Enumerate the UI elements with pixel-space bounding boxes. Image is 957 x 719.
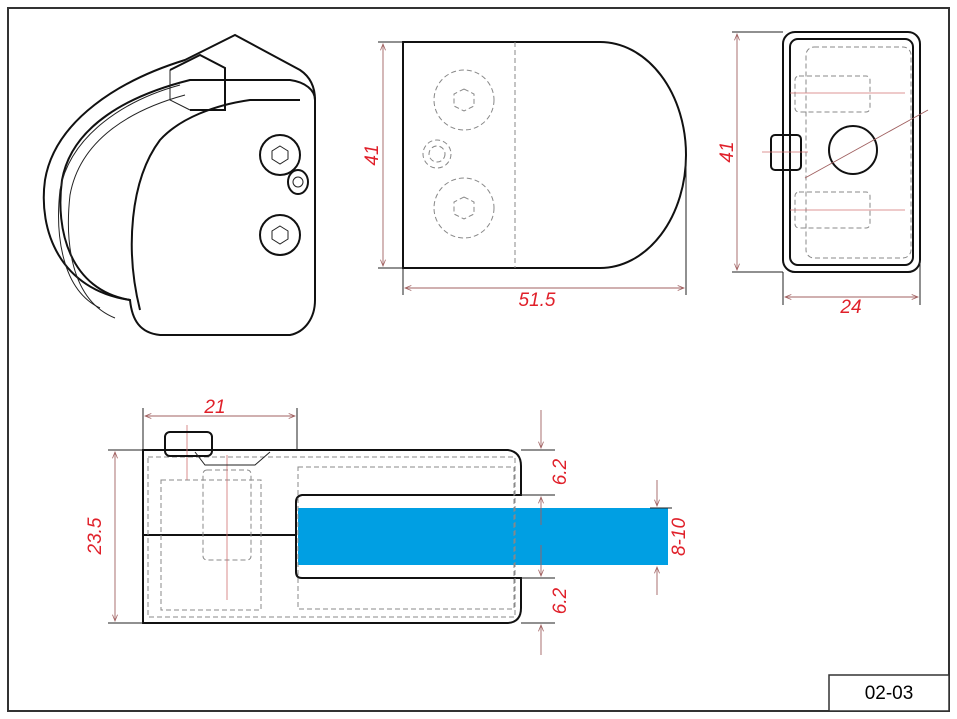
grub-screw-icon: [164, 431, 213, 457]
grub-screw-icon: [287, 169, 309, 195]
glass-thickness-dimension: 8-10: [669, 518, 690, 556]
title-block: 02-03: [828, 674, 950, 712]
drawing-number: 02-03: [865, 683, 914, 704]
front-view: 41 51.5: [362, 41, 687, 311]
front-width-dimension: 51.5: [519, 290, 556, 311]
isometric-view: [42, 33, 316, 336]
side-width-dimension: 24: [839, 297, 861, 318]
bottom-lip-dimension: 6.2: [550, 587, 571, 614]
section-view: 21 23.5 6.2 6.2 8-10: [85, 397, 690, 655]
side-view: 41 24: [717, 31, 929, 318]
grub-screw-icon: [770, 134, 802, 171]
glass-panel: [298, 508, 668, 565]
drawing-frame: [7, 7, 950, 712]
side-height-dimension: 41: [717, 141, 738, 162]
top-lip-dimension: 6.2: [550, 458, 571, 485]
section-height-dimension: 23.5: [85, 517, 106, 555]
screw-offset-dimension: 21: [203, 397, 225, 418]
front-height-dimension: 41: [362, 144, 383, 165]
